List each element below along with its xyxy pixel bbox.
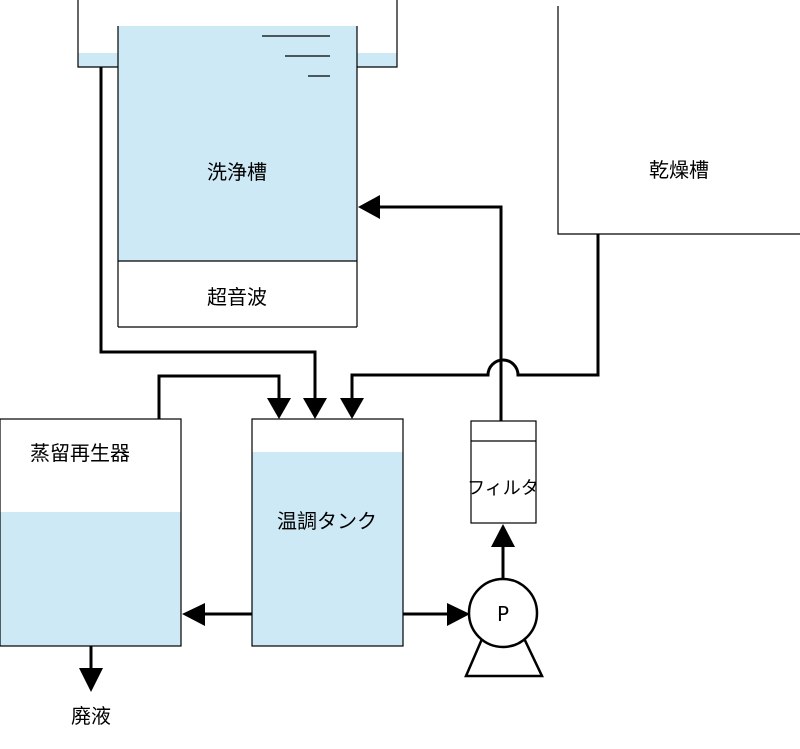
- distiller-return-pipe: [157, 374, 281, 419]
- waste-label: 廃液: [71, 704, 111, 728]
- distiller-label: 蒸留再生器: [30, 441, 130, 465]
- wash-tank-label: 洗浄槽: [207, 160, 267, 184]
- arrow-right-icon: [447, 603, 470, 626]
- drying-tank: 乾燥槽: [557, 6, 800, 235]
- temp-tank: 温調タンク: [251, 418, 404, 647]
- overflow-pipe: [99, 67, 317, 400]
- filter-label: フィルタ: [467, 478, 539, 499]
- filter: フィルタ: [467, 420, 539, 524]
- outer-basin-outline-right: [357, 0, 398, 68]
- arrowheads: [79, 195, 515, 692]
- drying-drain-pipe: [350, 234, 600, 400]
- arrow-left-icon: [358, 195, 380, 219]
- pump-label: P: [497, 602, 509, 626]
- arrow-down-icon: [267, 398, 291, 419]
- wash-tank-water: [118, 26, 357, 261]
- pipes: [89, 67, 600, 670]
- filter-to-wash-pipe: [380, 205, 503, 421]
- distiller: 蒸留再生器: [0, 418, 182, 647]
- outer-basin-water-left: [78, 53, 118, 67]
- pump: P: [464, 577, 544, 678]
- arrow-left-icon: [182, 603, 205, 626]
- drying-tank-outline: [557, 6, 800, 235]
- arrow-up-icon: [491, 524, 515, 547]
- temp-tank-outline: [251, 418, 404, 647]
- arrow-down-icon: [79, 668, 103, 692]
- arrow-down-icon: [303, 398, 327, 419]
- ultrasonic-label: 超音波: [207, 285, 267, 309]
- drying-tank-label: 乾燥槽: [649, 158, 709, 182]
- filter-outline: [470, 420, 537, 524]
- outer-basin-outline: [77, 0, 118, 68]
- outer-basin-water-right: [357, 53, 397, 67]
- distiller-water: [0, 512, 181, 646]
- arrow-down-icon: [340, 398, 364, 419]
- wash-tank: 洗浄槽 超音波: [77, 0, 398, 328]
- temp-tank-water: [252, 452, 403, 646]
- temp-tank-label: 温調タンク: [277, 509, 377, 533]
